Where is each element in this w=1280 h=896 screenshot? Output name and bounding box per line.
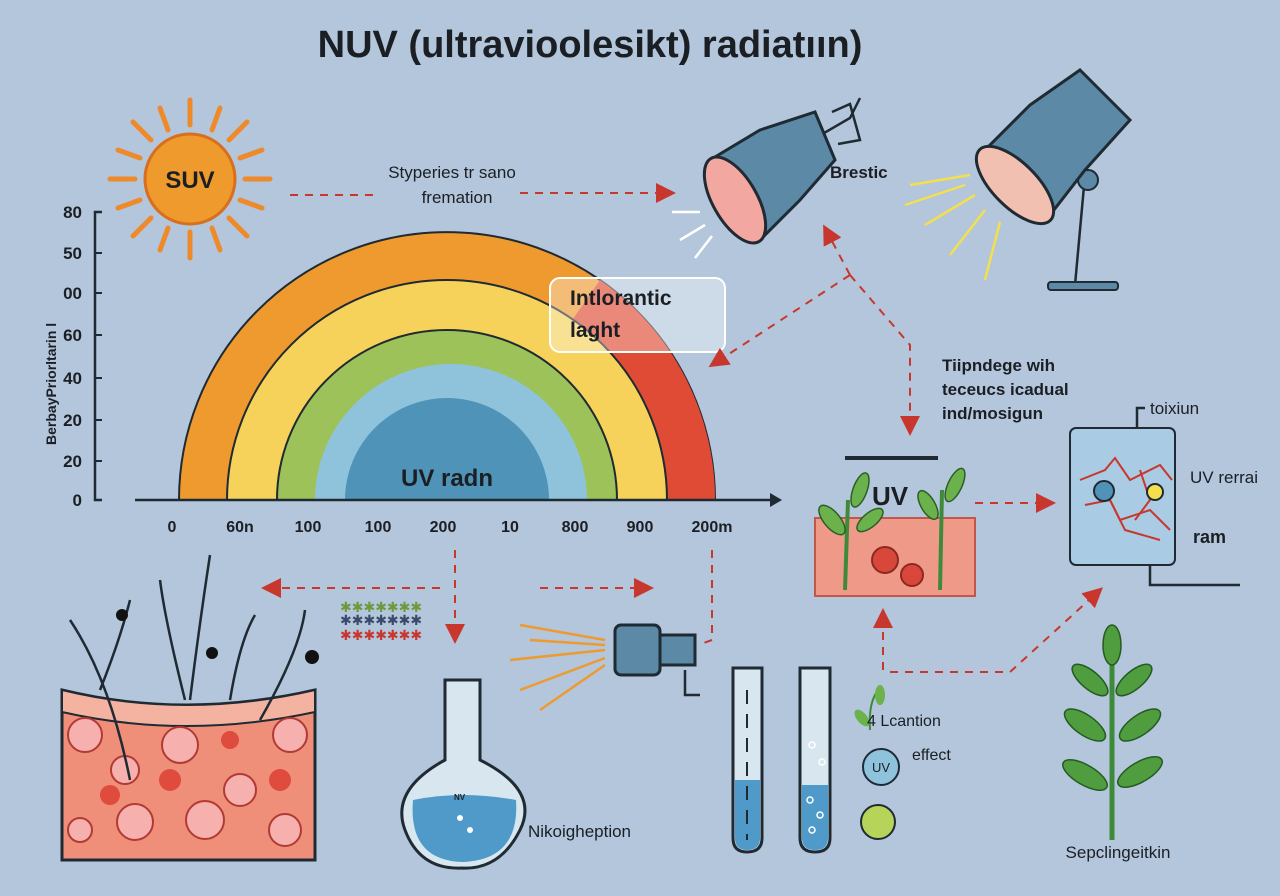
uv-lamp-icon (672, 97, 862, 259)
right-caption-line2: teceucs icadual (942, 380, 1069, 399)
x-tick-label: 10 (501, 519, 519, 536)
x-tick-label: 0 (168, 519, 177, 536)
test-tubes-icon (731, 666, 900, 854)
lamp-label: Brestic (830, 163, 888, 182)
y-tick-label: 20 (63, 452, 82, 471)
x-tick-label: 200m (692, 519, 733, 536)
right-caption-line1: Tiipndege wih (942, 356, 1055, 375)
y-axis-label: BerbayPriorltarin l (43, 323, 59, 445)
uv-lamp-stand-icon (904, 68, 1133, 291)
page-title: NUV (ultravioolesikt) radiatıın) (318, 24, 863, 66)
x-tick-label: 100 (365, 519, 392, 536)
y-tick-label: 40 (63, 369, 82, 388)
sun-label: SUV (165, 167, 214, 194)
flask-caption: Nikoigheption (528, 822, 631, 841)
soil-plant-illustration (814, 456, 976, 597)
callout-line2: laght (570, 319, 620, 342)
y-tick-label: 60 (63, 326, 82, 345)
spectrum-center-label: UV radn (401, 465, 493, 492)
y-tick-label: 50 (63, 244, 82, 263)
y-tick-label: 00 (63, 284, 82, 303)
svg-text:✱✱✱✱✱✱✱: ✱✱✱✱✱✱✱ (340, 612, 422, 628)
tubes-effect-label: effect (912, 747, 951, 764)
top-caption-line1: Styperies tr sano (388, 163, 516, 182)
cell-top-label: toixiun (1150, 399, 1199, 418)
y-axis (93, 210, 102, 502)
callout-line1: Intlorantic (570, 287, 672, 310)
svg-text:✱✱✱✱✱✱✱: ✱✱✱✱✱✱✱ (340, 627, 422, 643)
particles-icon: ✱✱✱✱✱✱✱ ✱✱✱✱✱✱✱ ✱✱✱✱✱✱✱ (340, 599, 422, 643)
spectrum-arcs (177, 231, 717, 501)
x-tick-label: 200 (430, 519, 457, 536)
tubes-plant-label: 4 Lcantion (867, 713, 941, 730)
dashed-arrows (261, 224, 1103, 673)
seedling-caption: Sepclingeitkin (1066, 843, 1171, 862)
callout-box (549, 277, 726, 353)
tubes-circle-label: UV (872, 760, 890, 775)
small-uv-lamp-icon (509, 623, 700, 712)
sun-icon (107, 97, 273, 261)
skin-cross-section-illustration (60, 554, 319, 862)
top-caption-line2: fremation (422, 188, 493, 207)
right-caption-line3: ind/mosigun (942, 404, 1043, 423)
x-tick-label: 800 (562, 519, 589, 536)
soil-panel-label: UV (872, 481, 909, 511)
cell-side-label: UV rerrai (1190, 468, 1258, 487)
svg-text:✱✱✱✱✱✱✱: ✱✱✱✱✱✱✱ (340, 599, 422, 615)
y-tick-label: 80 (63, 203, 82, 222)
flask-label: NV (454, 793, 466, 802)
y-tick-label: 20 (63, 411, 82, 430)
x-tick-label: 900 (627, 519, 654, 536)
cell-network-illustration (1069, 406, 1240, 587)
arc-blue (345, 398, 549, 500)
x-tick-label: 100 (295, 519, 322, 536)
flask-icon (400, 678, 527, 870)
x-tick-label: 60n (226, 519, 254, 536)
y-tick-label: 0 (73, 491, 82, 510)
seedling-icon (1062, 624, 1163, 840)
x-axis (135, 493, 782, 507)
cell-bottom-label: ram (1193, 527, 1226, 547)
